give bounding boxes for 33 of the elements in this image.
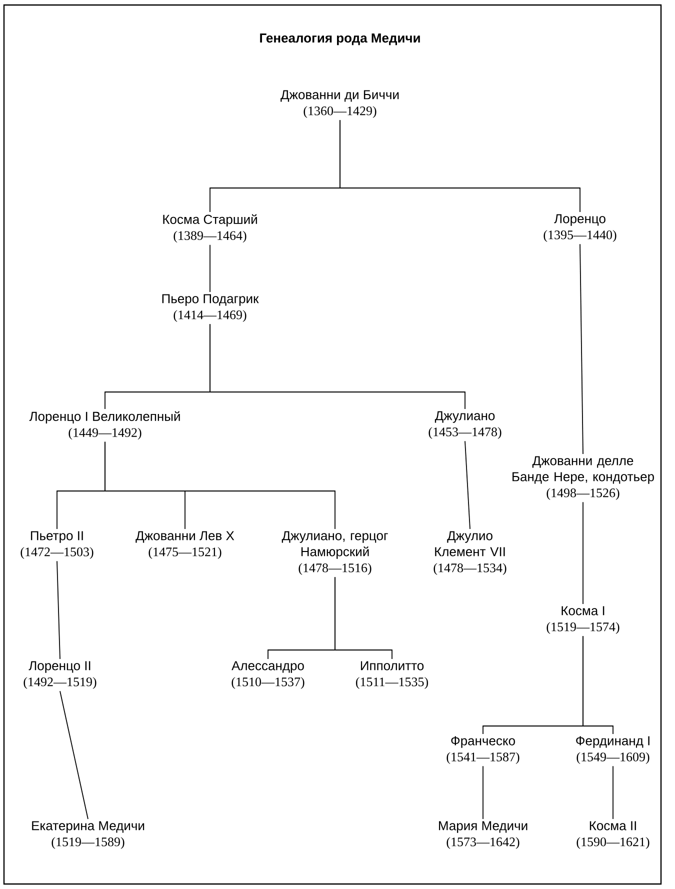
person-entry: Пьеро Подагрик (1414—1469)	[162, 294, 259, 322]
person-entry: Лоренцо II (1492—1519)	[24, 661, 96, 689]
person-entry: Косма I (1519—1574)	[546, 606, 620, 634]
person-entry: Джулиано (1453—1478)	[428, 411, 502, 439]
title: Генеалогия рода Медичи	[260, 34, 420, 46]
person-entry: Джулиано, герцог Намюрский (1478—1516)	[282, 531, 388, 575]
family-line	[210, 324, 466, 410]
person-entry: Лоренцо I Великолепный (1449—1492)	[29, 411, 180, 440]
family-line	[334, 576, 392, 660]
person-entry: Алессандро (1510—1537)	[232, 661, 304, 689]
person-entry: Фердинанд I (1549—1609)	[576, 736, 650, 764]
family-line	[340, 120, 580, 212]
person-entry: Косма II (1590—1621)	[576, 821, 650, 849]
person-entry: Пьетро II (1472—1503)	[20, 531, 94, 559]
person-entry: Ипполитто (1511—1535)	[356, 661, 428, 689]
person-entry: Мария Медичи (1573—1642)	[439, 821, 528, 849]
family-line	[464, 440, 470, 530]
family-line	[580, 244, 584, 454]
person-entry: Джованни ди Биччи (1360—1429)	[280, 90, 399, 118]
person-entry: Джулио Клемент VII (1478—1534)	[434, 531, 506, 575]
family-line	[582, 502, 584, 604]
family-line	[60, 690, 88, 820]
family-line	[56, 560, 60, 660]
person-entry: Лоренцо (1395—1440)	[544, 214, 616, 242]
person-entry: Джованни делле Банде Нере, кондотьер (1498—1526)	[512, 456, 654, 500]
person-entry: Екатерина Медичи (1519—1589)	[32, 821, 144, 849]
person-entry: Косма Старший (1389—1464)	[163, 214, 257, 243]
person-entry: Джованни Лев X (1475—1521)	[136, 531, 234, 559]
family-line	[612, 766, 614, 820]
family-line	[104, 441, 336, 530]
family-line	[582, 636, 614, 734]
person-entry: Франческо (1541—1587)	[446, 736, 520, 764]
family-line	[482, 766, 484, 820]
